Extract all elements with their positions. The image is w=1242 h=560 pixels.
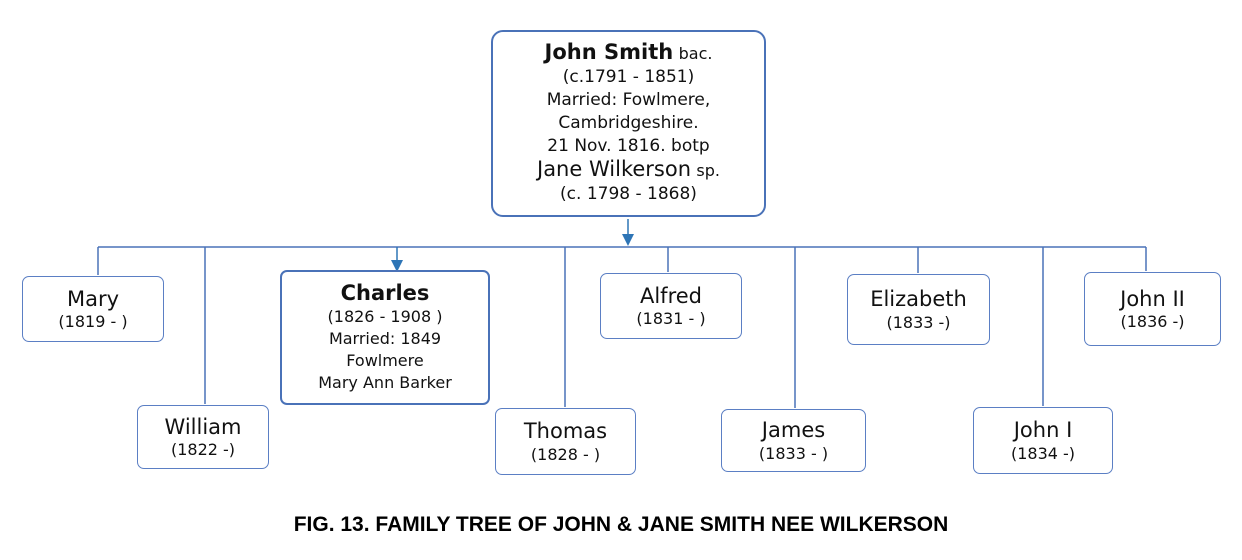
spouse-dates: (c. 1798 - 1868) <box>560 184 697 204</box>
child-name: Elizabeth <box>870 287 967 312</box>
spouse-name-line: Jane Wilkerson sp. <box>537 158 720 183</box>
child-dates: (1833 -) <box>886 312 951 332</box>
child-name: Mary <box>66 286 120 311</box>
child-box-thomas: Thomas (1828 - ) <box>495 408 636 475</box>
child-married: Married: 1849 <box>328 329 442 349</box>
root-name: John Smith <box>544 40 674 64</box>
child-name: John II <box>1120 286 1185 311</box>
child-name: John I <box>1013 418 1073 443</box>
child-name: William <box>164 414 242 439</box>
child-dates: (1834 -) <box>1010 443 1076 463</box>
child-married-place: Fowlmere <box>346 351 424 371</box>
root-couple-box: John Smith bac. (c.1791 - 1851) Married:… <box>491 30 766 217</box>
root-married-line3: 21 Nov. 1816. botp <box>547 136 710 156</box>
spouse-suffix: sp. <box>696 161 720 180</box>
child-box-john-i: John I (1834 -) <box>973 407 1113 474</box>
child-spouse: Mary Ann Barker <box>318 373 452 393</box>
child-dates: (1819 - ) <box>58 312 128 331</box>
child-box-alfred: Alfred (1831 - ) <box>600 273 742 339</box>
child-name: Alfred <box>639 283 702 308</box>
figure-caption: FIG. 13. FAMILY TREE OF JOHN & JANE SMIT… <box>293 513 949 536</box>
child-box-john-ii: John II (1836 -) <box>1084 272 1221 346</box>
child-box-charles: Charles (1826 - 1908 ) Married: 1849 Fow… <box>280 270 490 405</box>
child-dates: (1828 - ) <box>530 444 601 464</box>
child-name: Charles <box>340 280 430 305</box>
child-name: James <box>761 418 826 443</box>
child-box-james: James (1833 - ) <box>721 409 866 472</box>
root-name-suffix: bac. <box>678 44 713 63</box>
child-dates: (1831 - ) <box>636 309 706 328</box>
child-box-william: William (1822 -) <box>137 405 269 469</box>
child-box-elizabeth: Elizabeth (1833 -) <box>847 274 990 345</box>
child-dates: (1836 -) <box>1120 312 1185 331</box>
root-dates: (c.1791 - 1851) <box>562 67 695 87</box>
root-married-line2: Cambridgeshire. <box>558 113 699 133</box>
child-name: Thomas <box>523 419 608 444</box>
child-box-mary: Mary (1819 - ) <box>22 276 164 342</box>
child-dates: (1833 - ) <box>758 443 829 463</box>
root-name-line: John Smith bac. <box>545 41 713 66</box>
child-dates: (1826 - 1908 ) <box>327 307 443 327</box>
spouse-name: Jane Wilkerson <box>537 157 692 181</box>
child-dates: (1822 -) <box>170 440 236 459</box>
root-married-line1: Married: Fowlmere, <box>546 90 711 110</box>
